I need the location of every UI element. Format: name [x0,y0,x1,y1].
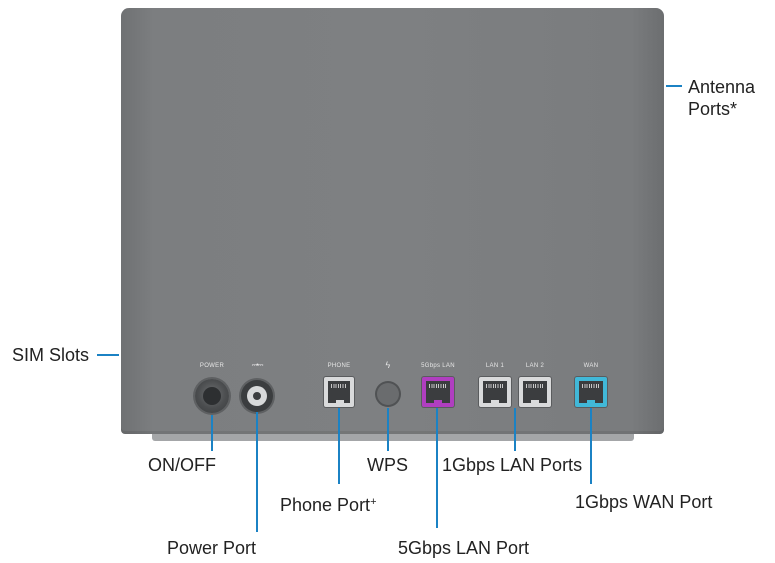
wps-callout-line [387,408,389,451]
sim-callout-line [97,354,119,356]
lan-5g-port-label: 5Gbps LAN Port [398,538,530,558]
lan-1g-callout-line [514,408,516,451]
wan-callout-line [590,408,592,484]
lan-5g-callout-line [436,408,438,528]
lan-5g-port [422,377,454,407]
phone-port [324,377,354,407]
wan-port-label: 1Gbps WAN Port [575,492,713,512]
on-off-callout-line [211,415,213,451]
case-label-phone: PHONE [327,363,351,369]
power-jack-ring [247,386,267,406]
phone-port-callout-line [338,408,340,484]
case-label-dc: ⎓•⎓ [251,362,264,369]
wps-label: WPS [367,455,409,475]
router-body [121,8,664,434]
phone-port-label-mark: + [370,496,377,508]
power-button-cap [203,387,221,405]
case-label-power: POWER [199,363,225,369]
case-label-lan2: LAN 2 [525,363,545,369]
antenna-ports-label-line1: Antenna [688,77,756,97]
case-label-lan1: LAN 1 [485,363,505,369]
lan1-port [479,377,511,407]
power-port-label: Power Port [167,538,257,558]
lan-1g-ports-label: 1Gbps LAN Ports [442,455,583,475]
case-label-wan: WAN [583,363,599,369]
case-label-5g-lan: 5Gbps LAN [421,363,455,369]
sim-slots-label: SIM Slots [12,345,90,365]
power-jack [241,380,273,412]
power-port-callout-line [256,412,258,532]
power-button [195,379,229,413]
case-label-wps-icon: ϟ [385,360,391,370]
phone-port-label: Phone Port+ [280,491,377,516]
wps-button [377,383,399,405]
antenna-ports-label-line2: Ports* [688,99,738,119]
antenna-callout-line [666,85,682,87]
on-off-label: ON/OFF [148,455,216,475]
wan-port [575,377,607,407]
power-jack-pin [253,392,261,400]
lan2-port [519,377,551,407]
phone-port-label-text: Phone Port [280,495,371,515]
